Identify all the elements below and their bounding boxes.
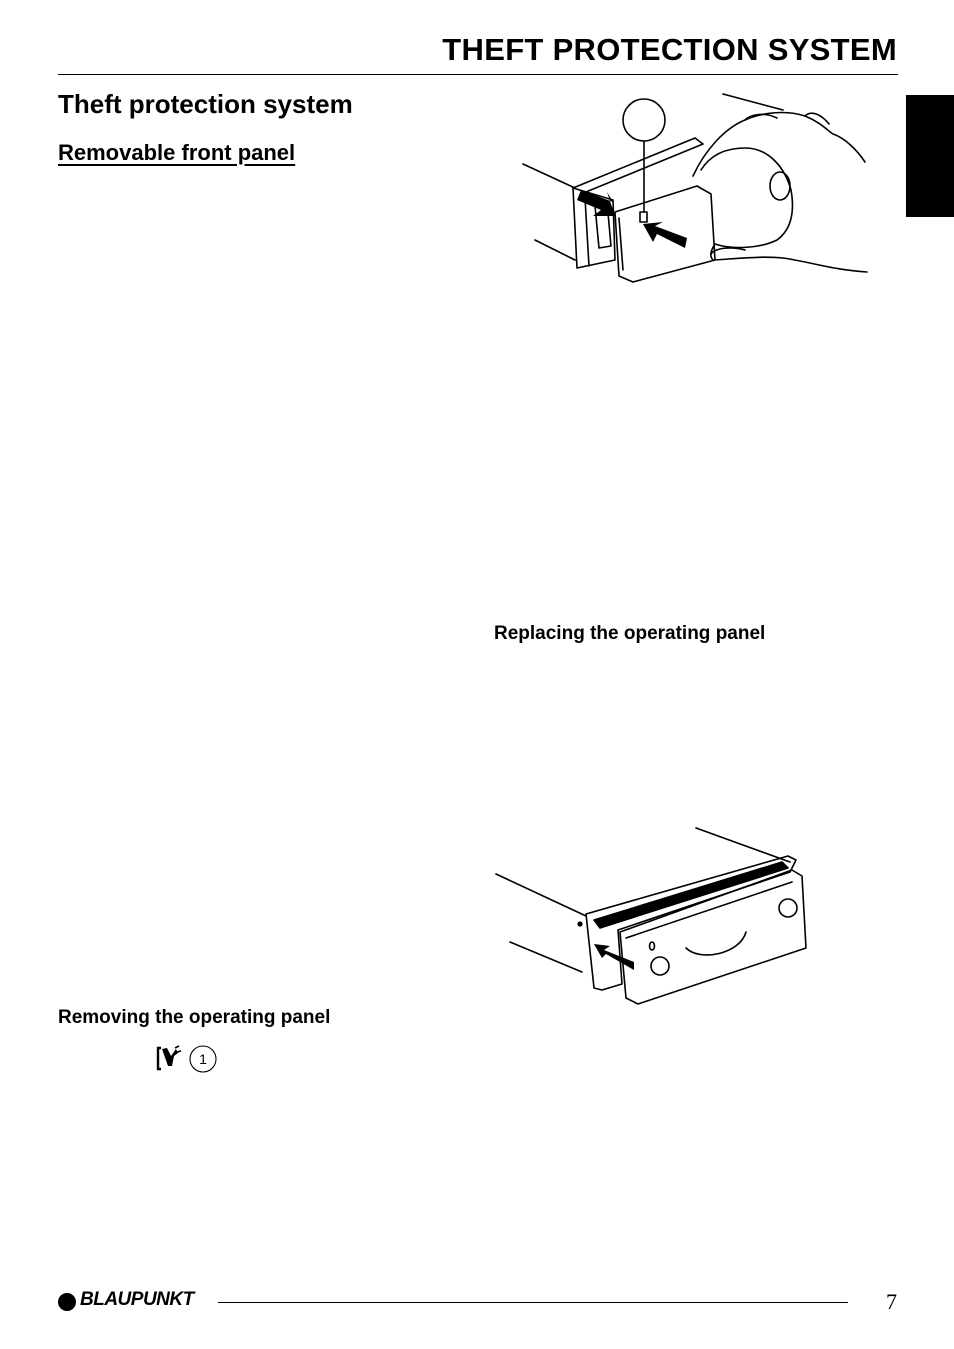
release-button-number: 1: [199, 1051, 207, 1067]
removing-panel-heading: Removing the operating panel: [58, 1007, 331, 1028]
subsection-heading: Removable front panel: [58, 140, 296, 165]
page-title: THEFT PROTECTION SYSTEM: [442, 32, 897, 67]
footer-divider: [218, 1302, 848, 1303]
header-divider: [58, 74, 898, 75]
panel-replace-illustration: [495, 827, 807, 1005]
language-tab-marker: [906, 95, 954, 217]
brand-logo: BLAUPUNKT: [80, 1289, 194, 1310]
page-number: 7: [886, 1289, 897, 1314]
section-heading: Theft protection system: [58, 89, 353, 119]
brand-logo-dot: [58, 1293, 76, 1311]
replacing-panel-heading: Replacing the operating panel: [494, 623, 766, 644]
panel-removal-illustration: [522, 93, 868, 283]
panel-release-icon: 1: [156, 1045, 217, 1073]
